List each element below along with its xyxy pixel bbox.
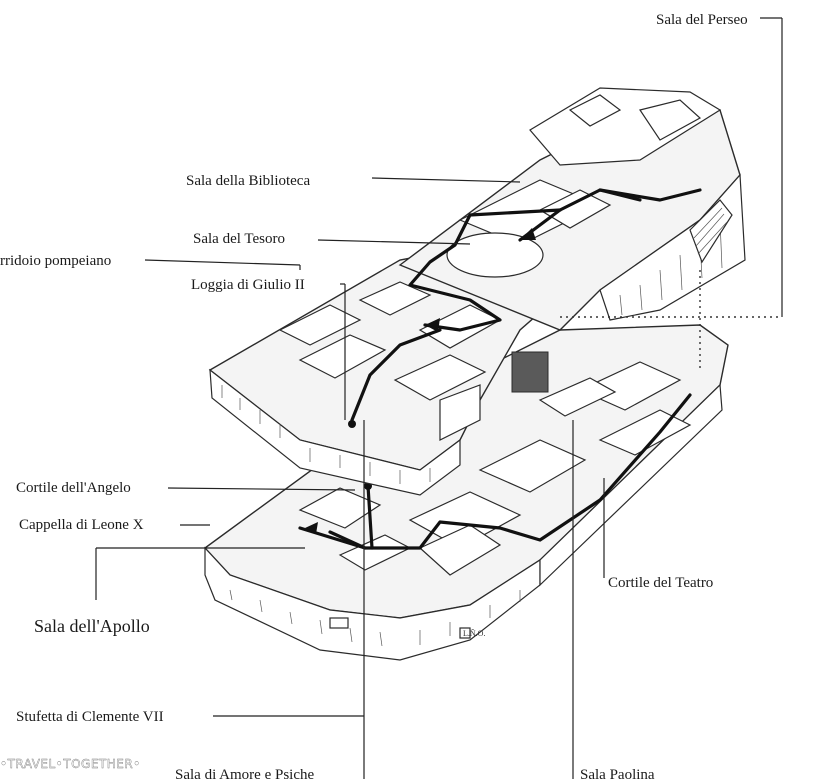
- label-sala-del-perseo: Sala del Perseo: [656, 12, 748, 28]
- lower-floor: [203, 324, 729, 661]
- label-corridoio-pompeiano: rridoio pompeiano: [0, 253, 111, 269]
- leader-lines: [95, 17, 783, 779]
- label-sala-della-biblioteca: Sala della Biblioteca: [186, 173, 310, 189]
- label-cortile-dell-angelo: Cortile dell'Angelo: [16, 480, 131, 496]
- watermark: •TRAVEL•TOGETHER•: [0, 757, 141, 771]
- label-sala-del-tesoro: Sala del Tesoro: [193, 231, 285, 247]
- label-sala-dell-apollo: Sala dell'Apollo: [34, 616, 150, 636]
- label-cortile-del-teatro: Cortile del Teatro: [608, 575, 713, 591]
- label-sala-paolina: Sala Paolina: [580, 767, 655, 779]
- label-stufetta-di-clemente-vii: Stufetta di Clemente VII: [16, 709, 164, 725]
- label-loggia-di-giulio-ii: Loggia di Giulio II: [191, 277, 305, 293]
- label-sala-di-amore-e-psiche: Sala di Amore e Psiche: [175, 767, 314, 779]
- label-cappella-di-leone-x: Cappella di Leone X: [19, 517, 144, 533]
- labels: Sala del Perseo Sala della Biblioteca Sa…: [0, 12, 748, 779]
- artist-mark: L.Ñ.O.: [463, 628, 485, 638]
- upper-floor: L.Ñ.O.: [208, 87, 782, 638]
